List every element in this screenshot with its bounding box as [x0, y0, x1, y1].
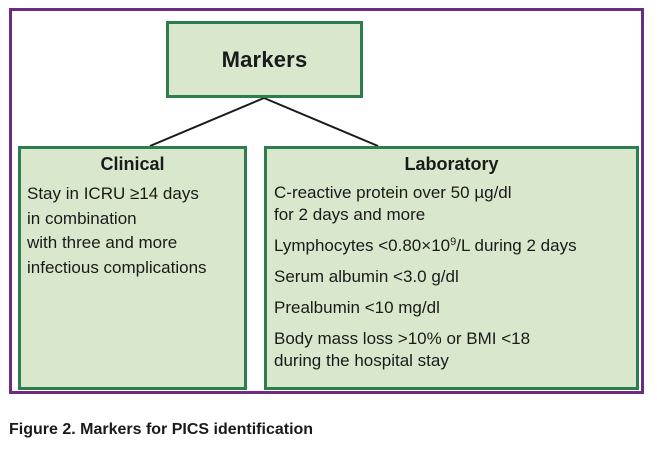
clinical-line: infectious complications	[27, 257, 207, 277]
lab-item-lymphocytes: Lymphocytes <0.80×109/L during 2 days	[274, 235, 636, 257]
lymphocytes-unit: /L during 2 days	[456, 236, 577, 255]
connector-to-clinical	[149, 97, 265, 147]
lymphocytes-text: Lymphocytes <0.80×10	[274, 236, 451, 255]
clinical-line: in combination	[27, 208, 137, 228]
lab-item-albumin: Serum albumin <3.0 g/dl	[274, 267, 459, 286]
laboratory-body: C-reactive protein over 50 µg/dl for 2 d…	[267, 182, 636, 372]
clinical-line: with three and more	[27, 233, 178, 252]
crp-line-2: for 2 days and more	[274, 205, 426, 224]
body-mass-line-2: during the hospital stay	[274, 351, 449, 370]
clinical-line: Stay in ICRU ≥14 days	[27, 184, 199, 203]
body-mass-line-1: Body mass loss >10% or BMI <18	[274, 329, 531, 348]
crp-line-1: C-reactive protein over 50 µg/dl	[274, 183, 512, 202]
markers-title: Markers	[221, 46, 308, 72]
figure-caption: Figure 2. Markers for PICS identificatio…	[9, 421, 314, 438]
lab-item-body-mass: Body mass loss >10% or BMI <18 during th…	[274, 328, 636, 372]
laboratory-header: Laboratory	[404, 154, 499, 174]
lab-item-prealbumin: Prealbumin <10 mg/dl	[274, 298, 440, 317]
connector-to-laboratory	[263, 97, 379, 147]
lab-item-crp: C-reactive protein over 50 µg/dl for 2 d…	[274, 182, 636, 226]
laboratory-box: Laboratory C-reactive protein over 50 µg…	[264, 146, 639, 390]
clinical-body: Stay in ICRU ≥14 days in combination wit…	[21, 182, 244, 280]
clinical-box: Clinical Stay in ICRU ≥14 days in combin…	[18, 146, 247, 390]
lymphocytes-exponent: 9	[450, 236, 457, 248]
clinical-header: Clinical	[100, 154, 165, 174]
markers-box: Markers	[166, 21, 363, 98]
